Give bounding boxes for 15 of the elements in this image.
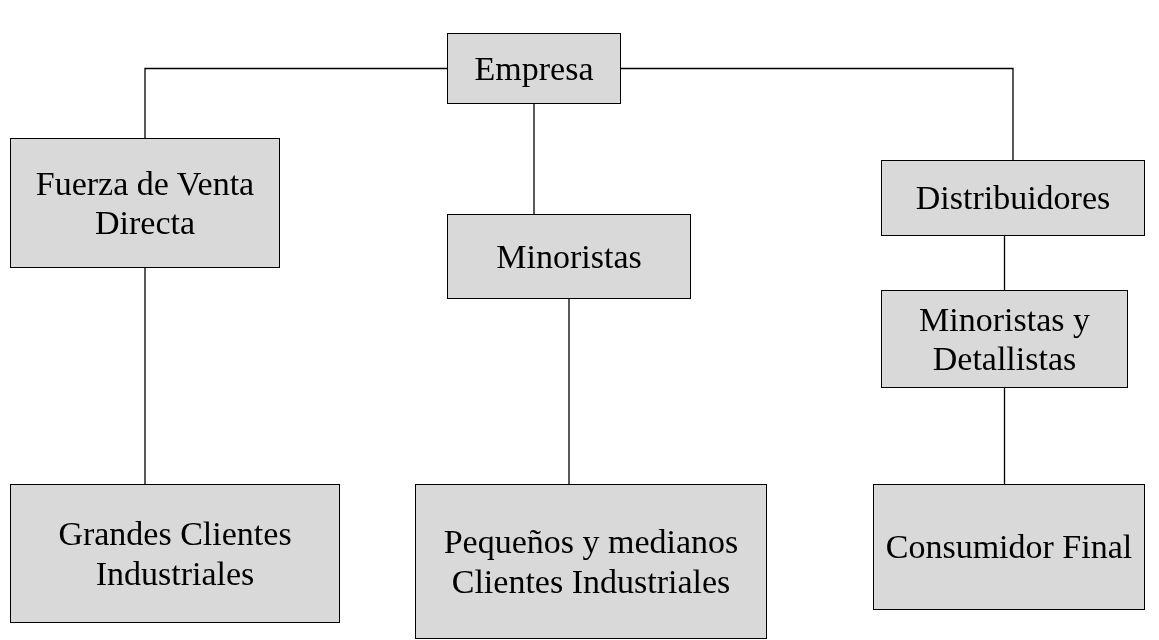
label-box: Empresa bbox=[447, 33, 621, 104]
label-box: Pequeños y medianos Clientes Industriales bbox=[415, 484, 767, 639]
label-box: Consumidor Final bbox=[873, 484, 1145, 610]
label-box: Minoristas bbox=[447, 214, 691, 299]
connector-line bbox=[1003, 235, 1006, 291]
connector-line bbox=[533, 103, 535, 215]
label-box: Distribuidores bbox=[881, 160, 1145, 236]
label-box: Fuerza de Venta Directa bbox=[10, 138, 280, 268]
connector-line bbox=[620, 67, 1014, 161]
label-box: Minoristas y Detallistas bbox=[881, 290, 1128, 388]
connector-line bbox=[144, 67, 448, 139]
connector-line bbox=[568, 298, 570, 485]
label-box: Grandes Clientes Industriales bbox=[10, 484, 340, 623]
connector-line bbox=[1003, 387, 1006, 485]
connector-line bbox=[144, 267, 146, 485]
